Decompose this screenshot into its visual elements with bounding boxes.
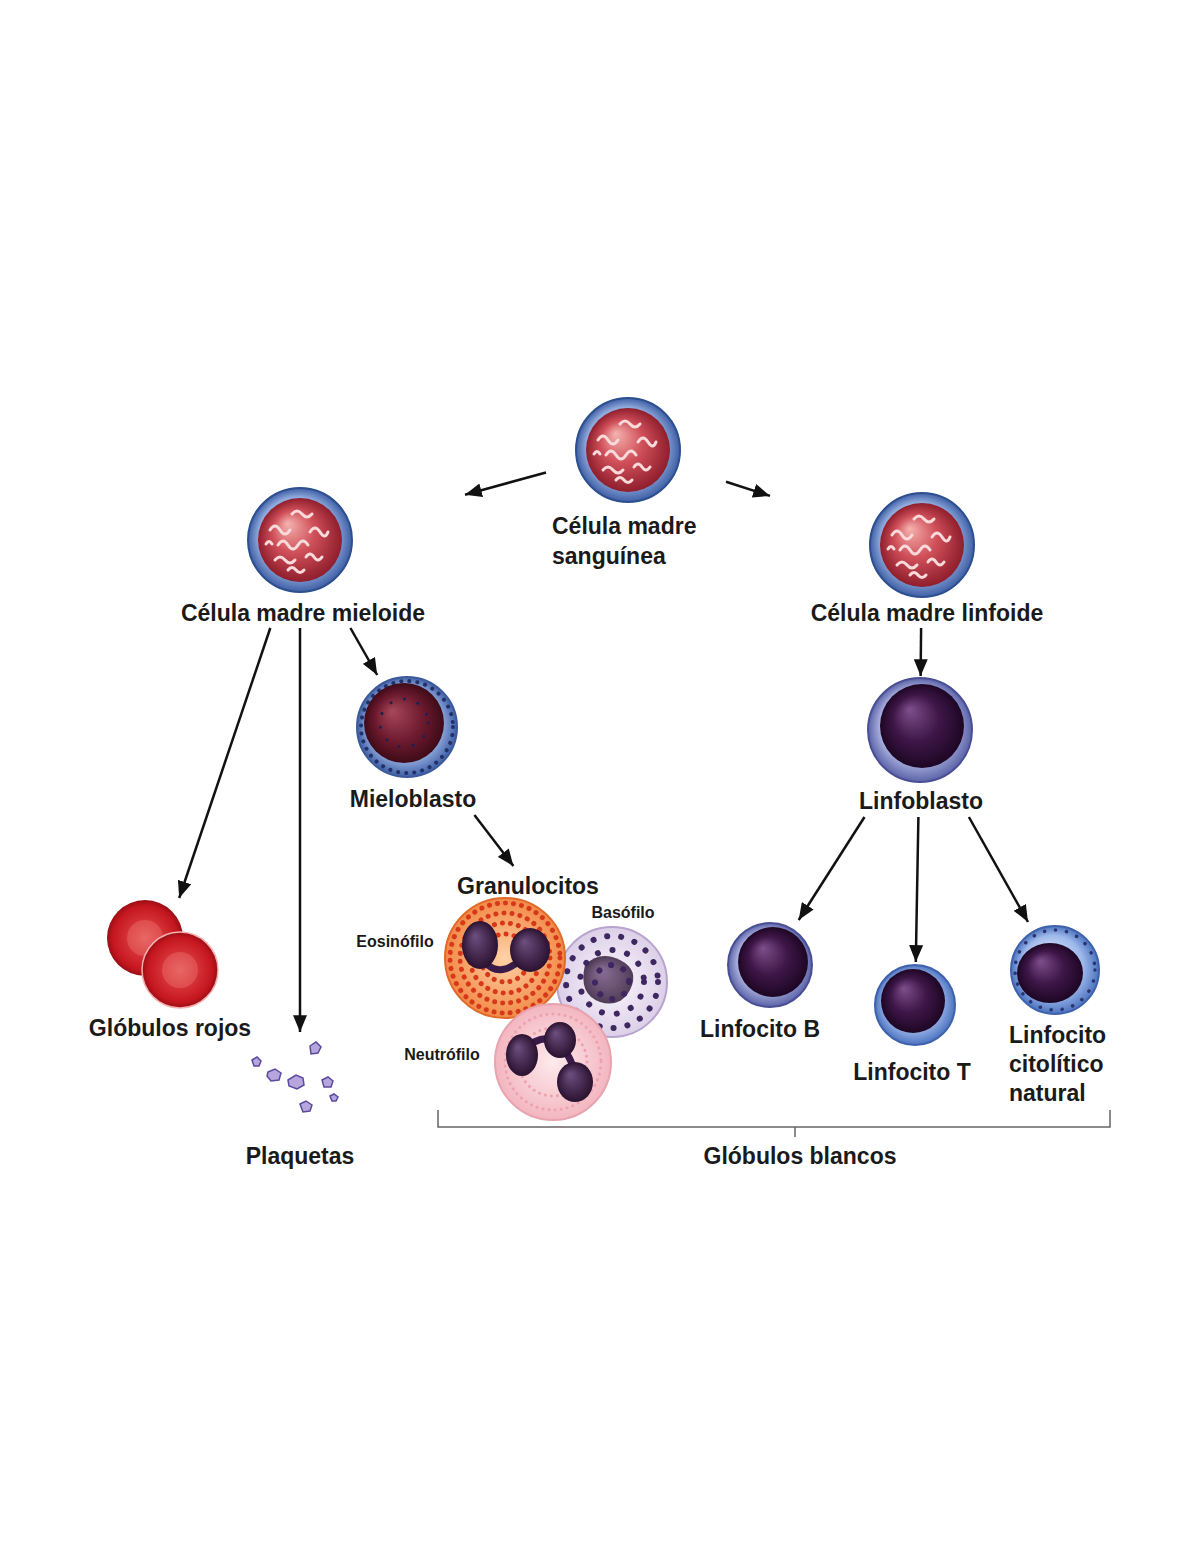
platelet [288, 1075, 304, 1089]
cell-label: Granulocitos [428, 871, 628, 901]
cell-membrane [445, 898, 565, 1018]
granule-dots [505, 1014, 601, 1110]
cell-node: Célula madre sanguínea [546, 393, 726, 575]
cell-nucleus [1017, 943, 1083, 1003]
red-cell [142, 932, 218, 1008]
lymphoblast-art [868, 678, 972, 782]
arrow-connector [465, 473, 546, 495]
neutrophil-art [495, 1004, 611, 1120]
cell-node: Mieloblasto [330, 675, 495, 815]
cell-nucleus [557, 1062, 593, 1102]
granule-dots [595, 965, 629, 999]
cell-label: Neutrófilo [390, 1045, 494, 1065]
myeloid-stem-cell-art [248, 488, 352, 592]
platelet [322, 1077, 333, 1087]
cell-membrane [868, 678, 972, 782]
granule-dots [460, 913, 550, 1003]
granule-dots [380, 699, 428, 747]
cell-membrane [875, 965, 955, 1045]
cell-label: Eosinófilo [340, 932, 450, 952]
arrow-connector [474, 815, 513, 866]
cell-membrane [357, 677, 457, 777]
cell-nucleus [544, 1022, 576, 1058]
lymphoid-stem-cell-art [870, 493, 974, 597]
cell-node: Eosinófilo [338, 896, 568, 1020]
cell-node: Basófilo [555, 898, 670, 1038]
arrow-connector [179, 628, 270, 898]
platelet [267, 1069, 281, 1081]
platelet [330, 1094, 338, 1101]
cell-node: Neutrófilo [388, 1002, 614, 1122]
platelet [310, 1042, 321, 1054]
cell-label: Linfoblasto [841, 786, 1001, 816]
white-cells-bracket [438, 1110, 1110, 1137]
cell-nucleus [881, 969, 945, 1033]
cell-node: Glóbulos rojos [58, 898, 282, 1042]
platelet [300, 1101, 312, 1112]
cell-nucleus [583, 956, 633, 1004]
arrow-connector [969, 817, 1028, 922]
red-blood-cells-art [107, 900, 218, 1008]
cell-center [162, 952, 198, 988]
cell-label: Glóbulos rojos [60, 1013, 280, 1043]
cell-nucleus [364, 683, 444, 763]
granule-dots [580, 950, 644, 1014]
arrow-connector [350, 628, 377, 675]
nk-cell-art [1011, 926, 1099, 1014]
cell-label: Linfocito B [682, 1014, 838, 1044]
cell-node: Linfocito B [680, 920, 840, 1042]
cell-node: Linfocito citolítico natural [1004, 922, 1126, 1112]
cell-label: Linfocito T [837, 1057, 987, 1087]
arrow-connector [916, 817, 919, 962]
cell-membrane [1011, 926, 1099, 1014]
granule-dots [450, 903, 560, 1013]
cell-node: Plaquetas [228, 1032, 372, 1172]
arrow-connector [799, 817, 865, 920]
cell-label: Célula madre mieloide [143, 598, 463, 628]
arrow-connector [726, 482, 770, 496]
cell-node: Linfocito T [835, 962, 995, 1088]
cell-nucleus [738, 927, 808, 997]
cell-nucleus [462, 921, 498, 969]
stem-cell-art [576, 398, 680, 502]
cell-nucleus [506, 1034, 538, 1076]
cell-nucleus [510, 928, 550, 972]
arrow-connector [919, 628, 922, 676]
cell-label: Célula madre sanguínea [552, 511, 737, 571]
cell-node: GranulocitosEosinófilo BasófiloNeutrófilo [336, 866, 672, 1124]
myeloblast-art [357, 677, 457, 777]
cell-node: Célula madre linfoide [770, 490, 1084, 628]
cell-node: Linfoblasto [840, 676, 1002, 817]
cell-label: Plaquetas [230, 1141, 370, 1171]
granule-dots [1015, 930, 1095, 1010]
cell-label: Linfocito citolítico natural [1009, 1021, 1124, 1108]
cell-nucleus [880, 684, 964, 768]
cell-node: Célula madre mieloide [140, 486, 465, 628]
platelets-art [252, 1042, 338, 1112]
cell-membrane [728, 923, 812, 1007]
cell-label: Célula madre linfoide [777, 598, 1077, 628]
b-lymphocyte-art [728, 923, 812, 1007]
cell-label: Basófilo [573, 903, 673, 923]
t-lymphocyte-art [875, 965, 955, 1045]
eosinophil-art [445, 898, 565, 1018]
arrow-connector [299, 628, 302, 1032]
platelet [252, 1057, 261, 1066]
granule-dots [361, 681, 453, 773]
cell-membrane [495, 1004, 611, 1120]
group-label: Glóbulos blancos [670, 1141, 930, 1171]
cell-label: Mieloblasto [333, 784, 493, 814]
